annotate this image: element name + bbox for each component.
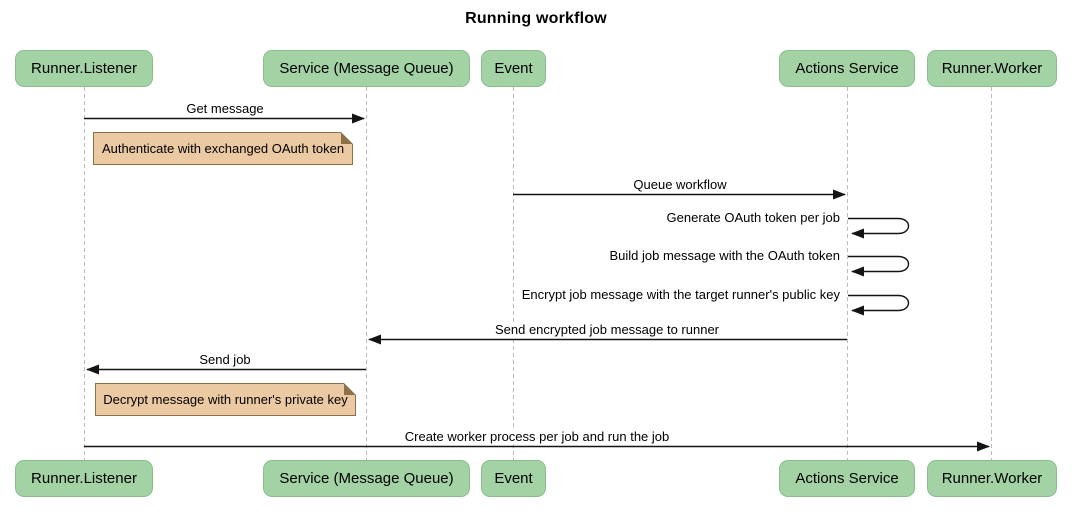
participant-runner-listener-top: Runner.Listener [15, 50, 153, 87]
message-label-send-encrypted-job-message: Send encrypted job message to runner [491, 323, 723, 337]
note-fold-corner-icon [344, 383, 356, 395]
message-label-encrypt-job-message: Encrypt job message with the target runn… [518, 288, 843, 302]
message-label-create-worker-process: Create worker process per job and run th… [401, 430, 673, 444]
participant-event-top: Event [481, 50, 546, 87]
diagram-title: Running workflow [465, 10, 607, 27]
message-label-generate-oauth-token: Generate OAuth token per job [663, 211, 843, 225]
participant-service-message-queue-bottom: Service (Message Queue) [263, 460, 470, 497]
participant-actions-service-top: Actions Service [779, 50, 915, 87]
message-label-get-message: Get message [183, 102, 267, 116]
note-fold-corner-icon [341, 132, 353, 144]
message-arrows [84, 113, 990, 452]
participant-actions-service-bottom: Actions Service [779, 460, 915, 497]
participant-runner-worker-bottom: Runner.Worker [927, 460, 1057, 497]
message-label-build-job-message: Build job message with the OAuth token [606, 249, 843, 263]
participant-runner-listener-bottom: Runner.Listener [15, 460, 153, 497]
note-decrypt-private-key-text: Decrypt message with runner's private ke… [103, 392, 348, 407]
arrow-self-encrypt-job-message [848, 294, 910, 316]
participant-event-bottom: Event [481, 460, 546, 497]
participant-service-message-queue-top: Service (Message Queue) [263, 50, 470, 87]
note-decrypt-private-key: Decrypt message with runner's private ke… [95, 383, 356, 416]
arrow-self-generate-oauth-token [848, 217, 910, 239]
arrow-self-build-job-message [848, 255, 910, 277]
note-authenticate-oauth: Authenticate with exchanged OAuth token [93, 132, 353, 165]
message-label-queue-workflow: Queue workflow [630, 178, 730, 192]
lifelines [84, 87, 992, 461]
message-label-send-job: Send job [196, 353, 254, 367]
participant-runner-worker-top: Runner.Worker [927, 50, 1057, 87]
note-authenticate-oauth-text: Authenticate with exchanged OAuth token [101, 141, 345, 156]
